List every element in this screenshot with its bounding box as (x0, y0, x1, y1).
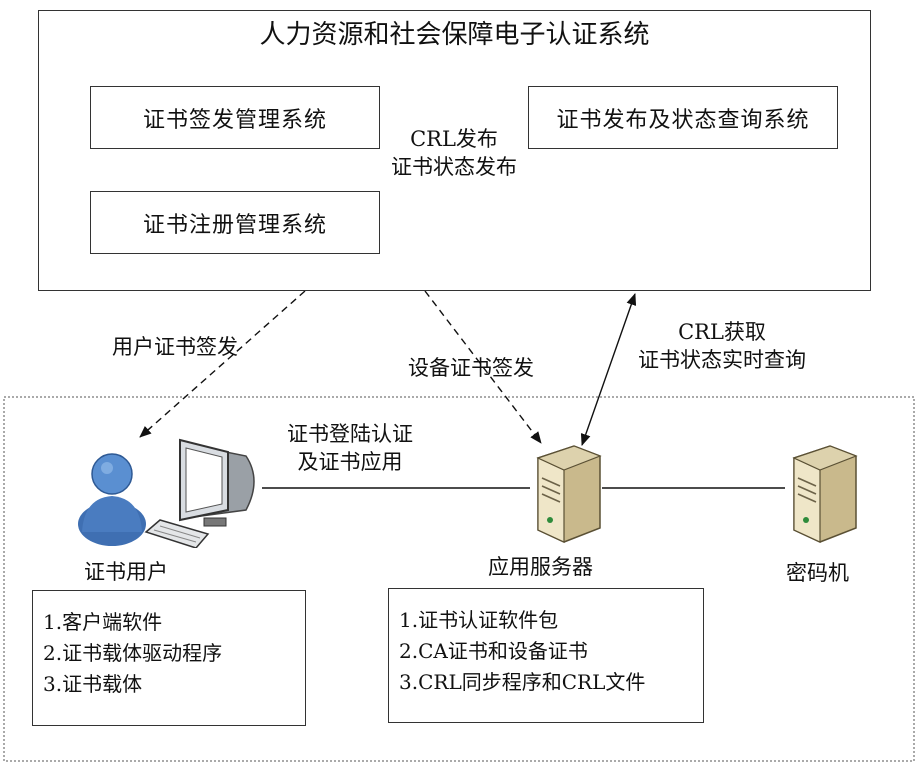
user-cert-issue-label: 用户证书签发 (112, 335, 238, 359)
user-software-list: 1.客户端软件 2.证书载体驱动程序 3.证书载体 (32, 590, 306, 726)
login-auth-line2: 及证书应用 (297, 450, 403, 474)
crl-get-label: CRL获取 证书状态实时查询 (622, 318, 822, 374)
cert-publish-query-box: 证书发布及状态查询系统 (528, 86, 838, 149)
cert-issue-mgmt-box: 证书签发管理系统 (90, 86, 380, 149)
login-auth-line1: 证书登陆认证 (287, 422, 413, 446)
client-region-border (3, 396, 915, 762)
login-auth-label: 证书登陆认证 及证书应用 (280, 420, 420, 476)
crl-publish-line2: 证书状态发布 (391, 155, 517, 179)
list-item: 2.证书载体驱动程序 (43, 641, 223, 665)
crl-get-line2: 证书状态实时查询 (638, 348, 806, 372)
cert-register-mgmt-label: 证书注册管理系统 (142, 212, 327, 238)
crl-query-arrow (580, 293, 637, 446)
cert-user-label: 证书用户 (84, 560, 168, 584)
list-item: 3.证书载体 (43, 672, 143, 696)
list-item: 2.CA证书和设备证书 (399, 639, 588, 663)
crypto-machine-icon (792, 445, 858, 543)
list-item: 1.证书认证软件包 (399, 608, 559, 632)
crl-publish-label: CRL发布 证书状态发布 (380, 125, 528, 181)
app-server-icon (536, 445, 602, 543)
server-software-list: 1.证书认证软件包 2.CA证书和设备证书 3.CRL同步程序和CRL文件 (388, 588, 704, 723)
device-cert-issue-arrow (424, 290, 542, 444)
device-cert-issue-label: 设备证书签发 (408, 356, 534, 380)
system-title: 人力资源和社会保障电子认证系统 (259, 20, 650, 50)
user-computer-icon (78, 438, 255, 548)
list-item: 3.CRL同步程序和CRL文件 (399, 670, 646, 694)
crl-publish-line1: CRL发布 (410, 127, 498, 151)
cert-publish-query-label: 证书发布及状态查询系统 (556, 107, 810, 133)
crl-get-line1: CRL获取 (678, 320, 766, 344)
list-item: 1.客户端软件 (43, 610, 163, 634)
user-cert-issue-arrow (139, 290, 306, 438)
cert-register-mgmt-box: 证书注册管理系统 (90, 191, 380, 254)
cert-issue-mgmt-label: 证书签发管理系统 (142, 107, 327, 133)
app-server-label: 应用服务器 (488, 555, 593, 579)
crypto-machine-label: 密码机 (786, 561, 849, 585)
